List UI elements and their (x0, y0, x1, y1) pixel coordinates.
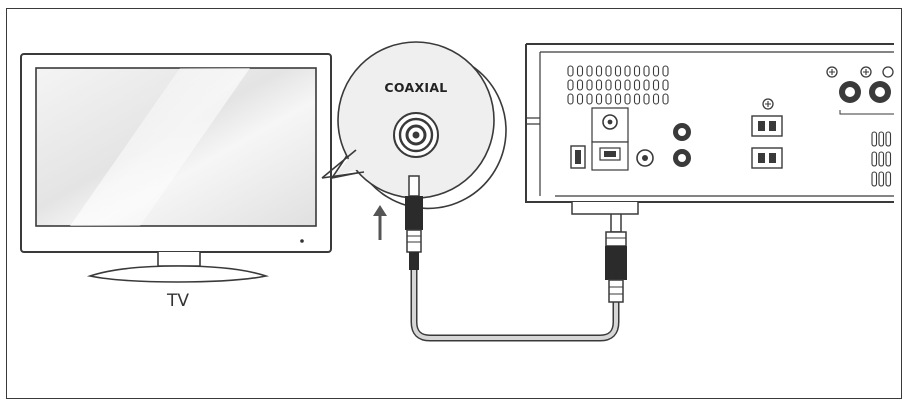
vent-slot (614, 65, 622, 77)
vent-slot (885, 131, 892, 147)
coaxial-label: COAXIAL (384, 80, 447, 95)
vent-slots (567, 65, 669, 105)
coaxial-cable (405, 175, 627, 342)
vent-slot (652, 79, 660, 91)
vent-slot (586, 79, 593, 91)
right-rca-plug (605, 209, 627, 303)
vent-slot (624, 79, 631, 91)
vent-slot (643, 93, 650, 105)
left-rca-plug (405, 175, 423, 270)
vent-slot (878, 131, 885, 147)
vent-slot (586, 65, 593, 77)
vent-slot (633, 79, 641, 91)
vent-slot (885, 171, 892, 187)
vent-slot (576, 93, 584, 105)
vent-slot (878, 151, 885, 167)
vent-slot (652, 65, 660, 77)
vent-slot (614, 93, 622, 105)
vent-slot (576, 65, 584, 77)
tv-stand-neck (157, 252, 201, 267)
tv-illustration: TV (20, 53, 332, 311)
vent-slot (662, 65, 669, 77)
vent-slot (624, 93, 631, 105)
vent-slot (605, 79, 612, 91)
vent-slot (633, 93, 641, 105)
speaker-terminal-r (751, 147, 783, 169)
vent-slot (662, 79, 669, 91)
tv-stand-base (86, 265, 270, 283)
vent-slot (871, 131, 878, 147)
tv-power-led (300, 239, 304, 243)
speaker-terminal-l (751, 115, 783, 137)
vent-slot (595, 93, 603, 105)
vent-slot (595, 79, 603, 91)
vent-slot (595, 65, 603, 77)
vent-slot (643, 79, 650, 91)
tv-label: TV (166, 291, 189, 311)
vent-slot (878, 171, 885, 187)
vent-slot (662, 93, 669, 105)
vent-slot (652, 93, 660, 105)
vent-slot (567, 93, 574, 105)
arrow-up-icon (373, 205, 387, 240)
vent-slot (871, 171, 878, 187)
device-illustration (525, 43, 894, 215)
vent-slot (643, 65, 650, 77)
vent-slot (871, 151, 878, 167)
vent-slot (586, 93, 593, 105)
vent-slot (605, 93, 612, 105)
vent-slot (614, 79, 622, 91)
vent-slot (567, 79, 574, 91)
vent-slot (885, 151, 892, 167)
vent-slot (605, 65, 612, 77)
vent-slot (624, 65, 631, 77)
vent-slot (633, 65, 641, 77)
vent-slot (576, 79, 584, 91)
vent-slot (567, 65, 574, 77)
